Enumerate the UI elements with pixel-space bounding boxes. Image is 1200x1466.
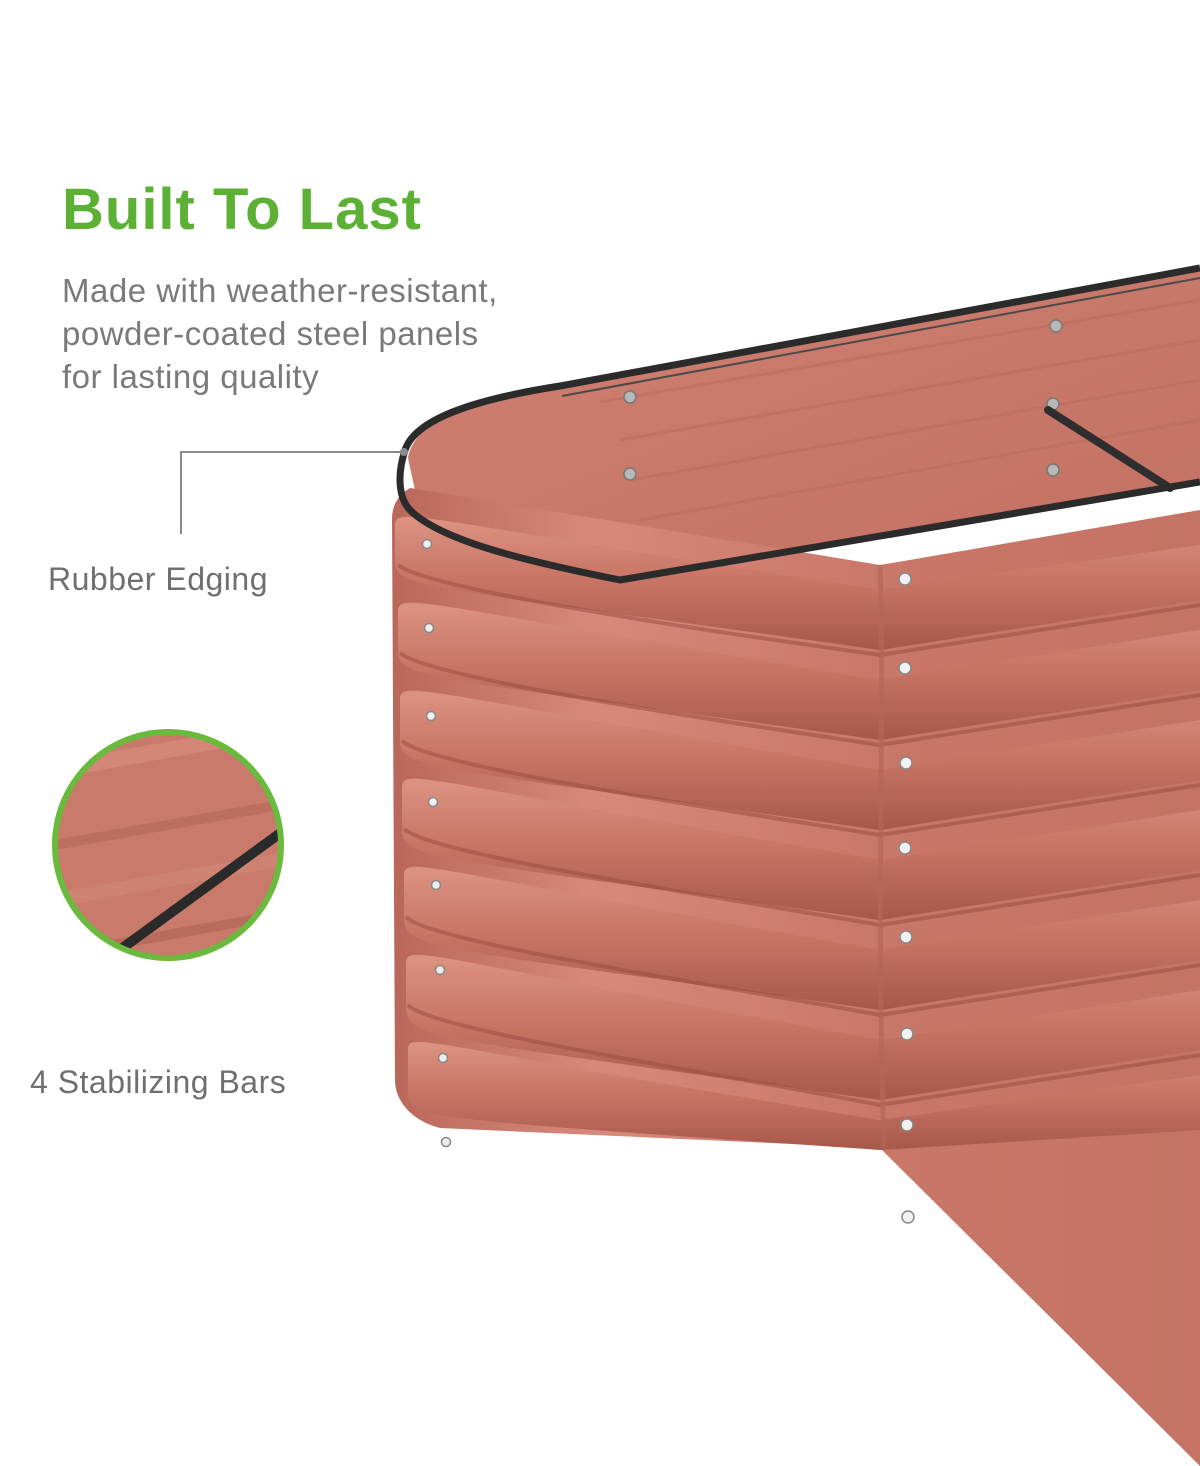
- callout-leader-line: [180, 451, 402, 534]
- rivet-icon: [421, 538, 452, 1148]
- stabilizing-bar: [1044, 406, 1174, 492]
- stabilizing-bar-detail-icon: [52, 729, 284, 961]
- bed-interior-wall: [408, 270, 1200, 582]
- rubber-edging: [396, 264, 1200, 584]
- rivet-icon: [898, 572, 915, 1224]
- corrugation-ridges: [395, 516, 1200, 1150]
- description-line: Made with weather-resistant,: [62, 272, 498, 309]
- rubber-edging-label: Rubber Edging: [48, 561, 268, 597]
- description-line: powder-coated steel panels: [62, 314, 479, 352]
- feature-description: Made with weather-resistant, powder-coat…: [62, 270, 622, 399]
- description-line: for lasting quality: [62, 357, 320, 395]
- stabilizing-bars-label: 4 Stabilizing Bars: [30, 1064, 287, 1100]
- page-title: Built To Last: [62, 177, 422, 242]
